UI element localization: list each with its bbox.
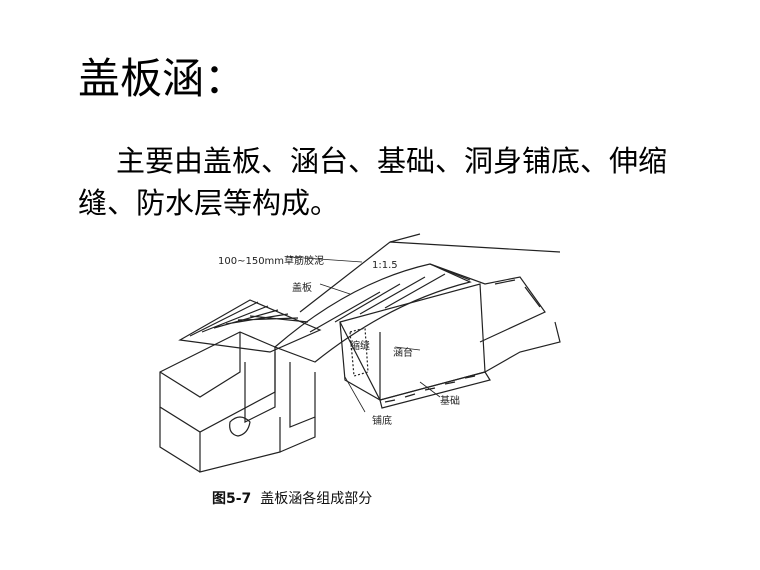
body-text: 主要由盖板、涵台、基础、洞身铺底、伸缩缝、防水层等构成。 <box>78 144 668 220</box>
slide-title: 盖板涵： <box>78 54 247 103</box>
label-abutment: 涵台 <box>393 348 413 359</box>
label-clay: 100~150mm草筋胶泥 <box>218 256 325 267</box>
label-slope: 1:1.5 <box>372 260 398 271</box>
label-floor: 铺底 <box>372 416 392 427</box>
label-joint: 缩缝 <box>350 341 370 352</box>
label-foundation: 基础 <box>440 396 460 407</box>
label-cover: 盖板 <box>292 283 312 294</box>
body-paragraph: 主要由盖板、涵台、基础、洞身铺底、伸缩缝、防水层等构成。 <box>78 140 688 224</box>
caption-number: 图5-7 <box>212 491 252 507</box>
figure-caption: 图5-7 盖板涵各组成部分 <box>212 488 372 508</box>
caption-text: 盖板涵各组成部分 <box>260 491 373 507</box>
culvert-drawing <box>159 233 561 473</box>
culvert-figure: 100~150mm草筋胶泥 1:1.5 盖板 缩缝 涵台 基础 铺底 <box>140 222 570 492</box>
